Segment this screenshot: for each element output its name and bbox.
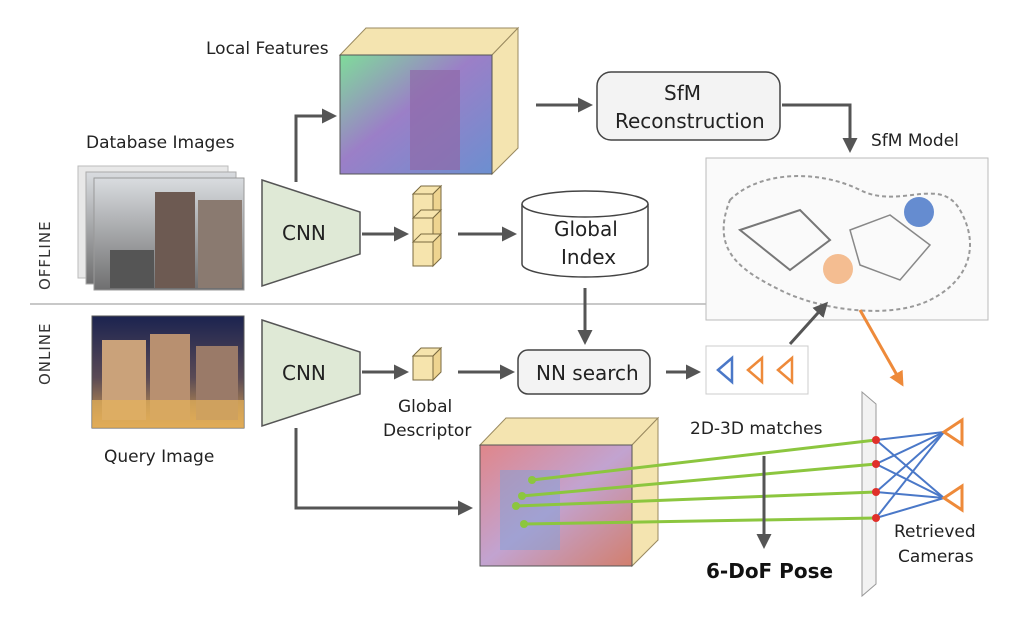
global-index-label-line2: Index <box>561 245 616 269</box>
sfm-reconstruction-box <box>596 71 781 141</box>
keypoints-query <box>512 476 536 528</box>
keypoints-3d <box>872 436 880 522</box>
sfm-model-map <box>705 157 989 321</box>
match-lines <box>515 438 877 526</box>
database-images-label: Database Images <box>86 133 235 153</box>
camera-rays <box>875 431 945 519</box>
global-descriptor-label-line2: Descriptor <box>383 421 471 441</box>
retrieved-cameras-label-line2: Cameras <box>898 547 974 567</box>
global-descriptor-block <box>411 346 443 382</box>
pose-label: 6-DoF Pose <box>706 559 833 583</box>
matches-label: 2D-3D matches <box>690 419 823 439</box>
local-features-stack <box>338 26 520 176</box>
cnn-offline-label: CNN <box>282 221 326 245</box>
retrieved-camera-1-icon <box>941 417 964 447</box>
retrieved-candidates-box <box>705 345 809 395</box>
cnn-offline <box>261 178 361 288</box>
sfm-model-label: SfM Model <box>871 131 959 151</box>
query-local-features-stack <box>478 416 660 568</box>
cnn-online-label: CNN <box>282 361 326 385</box>
sfm-reconstruction-label-line1: SfM <box>664 81 701 105</box>
offline-label: OFFLINE <box>36 220 54 290</box>
nn-search-label: NN search <box>536 361 639 385</box>
online-label: ONLINE <box>36 322 54 385</box>
database-images <box>77 165 245 291</box>
query-image-label: Query Image <box>104 447 214 467</box>
retrieved-cameras-label-line1: Retrieved <box>894 522 976 542</box>
local-features-label: Local Features <box>206 39 329 59</box>
retrieved-camera-2-icon <box>941 483 964 513</box>
cnn-online <box>261 318 361 428</box>
query-image <box>91 315 245 429</box>
sfm-reconstruction-label-line2: Reconstruction <box>615 109 765 133</box>
sfm-to-cameras-arrow <box>858 309 904 387</box>
descriptor-stack <box>411 184 443 268</box>
global-index-label-line1: Global <box>554 217 618 241</box>
retrieved-cameras-wedge <box>861 390 877 598</box>
global-index-cylinder <box>521 190 649 278</box>
global-descriptor-label-line1: Global <box>398 397 452 417</box>
nn-search-box <box>517 349 651 395</box>
flow-arrows <box>294 97 858 549</box>
